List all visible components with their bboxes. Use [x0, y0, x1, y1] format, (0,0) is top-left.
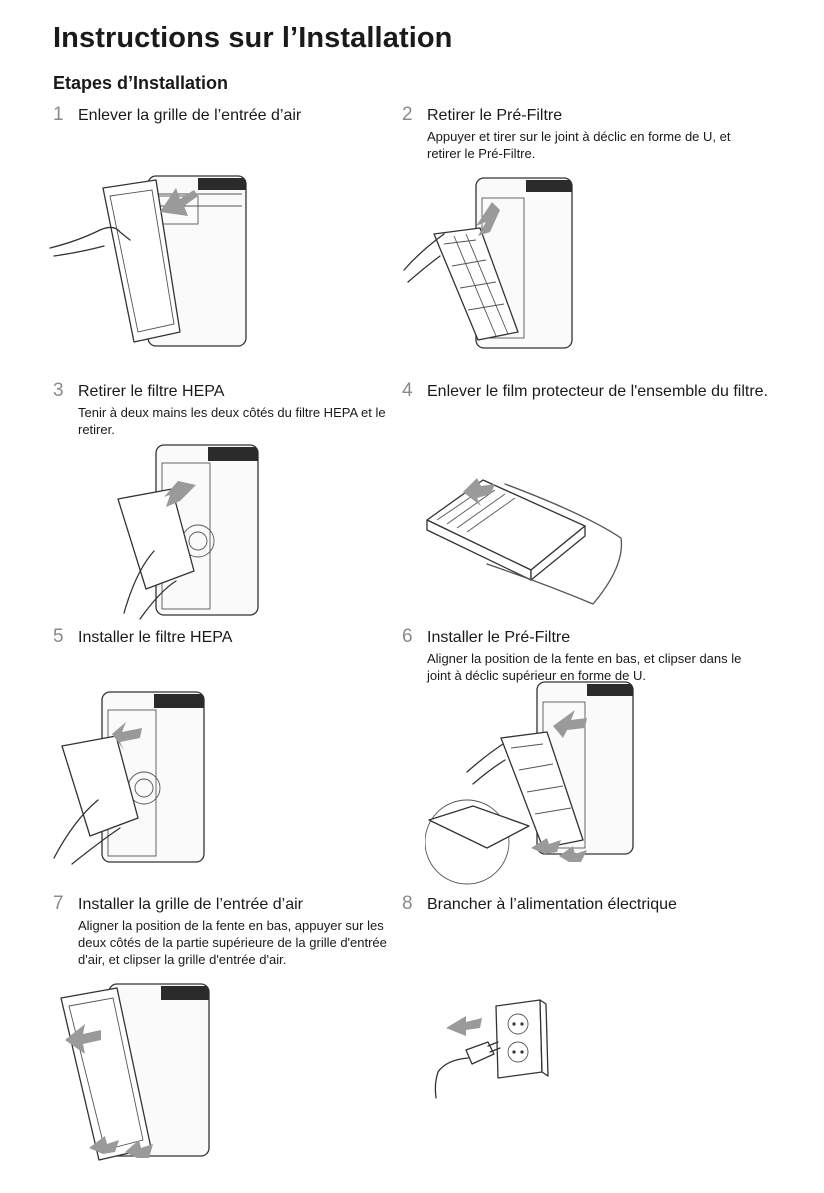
- step-description: Tenir à deux mains les deux côtés du fil…: [78, 404, 413, 438]
- step-7: 7 Installer la grille de l’entrée d’air …: [53, 893, 413, 968]
- step-number: 3: [53, 380, 78, 402]
- step-3-illustration: [104, 441, 264, 621]
- step-number: 7: [53, 893, 78, 915]
- step-number: 8: [402, 893, 427, 915]
- step-6: 6 Installer le Pré-Filtre Aligner la pos…: [402, 626, 762, 684]
- step-number: 6: [402, 626, 427, 648]
- step-number: 5: [53, 626, 78, 648]
- step-label: Installer le Pré-Filtre: [427, 629, 570, 647]
- step-number: 1: [53, 104, 78, 126]
- step-8-illustration: [432, 998, 552, 1103]
- step-label: Enlever le film protecteur de l'ensemble…: [427, 383, 768, 401]
- step-2: 2 Retirer le Pré-Filtre Appuyer et tirer…: [402, 104, 762, 162]
- step-description: Aligner la position de la fente en bas, …: [427, 650, 762, 684]
- step-7-illustration: [55, 982, 215, 1172]
- step-2-illustration: [400, 170, 580, 355]
- step-label: Installer le filtre HEPA: [78, 629, 232, 647]
- step-number: 4: [402, 380, 427, 402]
- step-label: Installer la grille de l’entrée d’air: [78, 896, 303, 914]
- step-description: Aligner la position de la fente en bas, …: [78, 917, 413, 968]
- step-5: 5 Installer le filtre HEPA: [53, 626, 413, 648]
- step-number: 2: [402, 104, 427, 126]
- section-subtitle: Etapes d’Installation: [53, 73, 228, 94]
- step-1: 1 Enlever la grille de l’entrée d’air: [53, 104, 413, 126]
- step-3: 3 Retirer le filtre HEPA Tenir à deux ma…: [53, 380, 413, 438]
- step-4-illustration: [425, 474, 635, 609]
- step-description: Appuyer et tirer sur le joint à déclic e…: [427, 128, 762, 162]
- step-4: 4 Enlever le film protecteur de l'ensemb…: [402, 380, 802, 402]
- step-8: 8 Brancher à l’alimentation électrique: [402, 893, 762, 915]
- step-label: Retirer le filtre HEPA: [78, 383, 224, 401]
- step-label: Retirer le Pré-Filtre: [427, 107, 562, 125]
- step-6-illustration: [425, 680, 635, 885]
- step-label: Brancher à l’alimentation électrique: [427, 896, 677, 914]
- step-1-illustration: [48, 166, 268, 356]
- page-title: Instructions sur l’Installation: [53, 22, 453, 55]
- step-label: Enlever la grille de l’entrée d’air: [78, 107, 301, 125]
- step-5-illustration: [50, 688, 210, 868]
